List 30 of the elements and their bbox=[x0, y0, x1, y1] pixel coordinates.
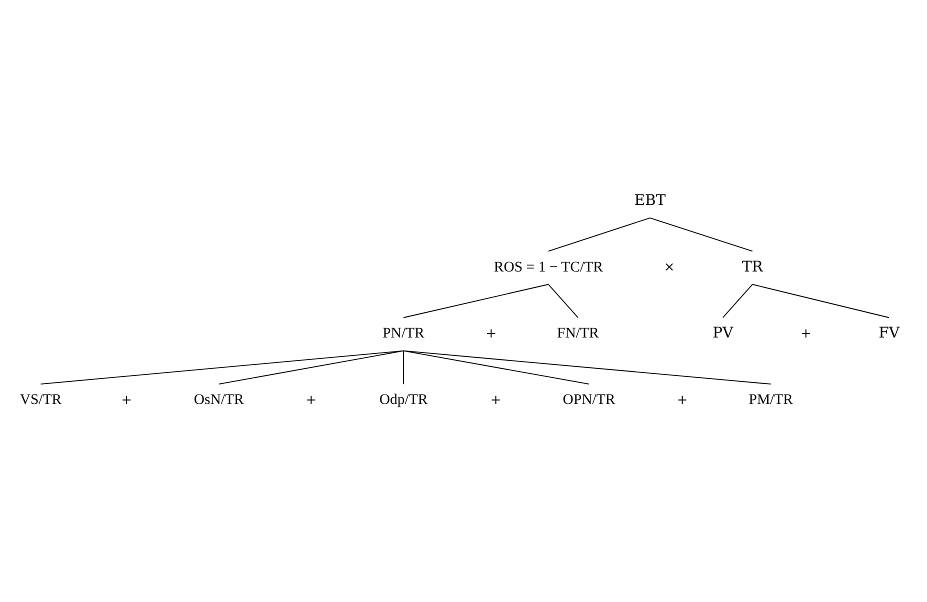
connector bbox=[548, 284, 578, 318]
node-text: PN/TR bbox=[382, 326, 424, 342]
node-text: FV bbox=[878, 324, 900, 342]
node-text: OsN/TR bbox=[194, 392, 244, 408]
connector bbox=[548, 217, 650, 252]
connector bbox=[40, 350, 404, 385]
label: × bbox=[664, 260, 675, 276]
connector bbox=[752, 284, 890, 318]
connector bbox=[403, 284, 549, 318]
node-text: PV bbox=[712, 324, 734, 342]
node-text: EBT bbox=[634, 192, 666, 209]
node-text: OPN/TR bbox=[562, 392, 616, 408]
node-text: TR bbox=[742, 258, 763, 276]
node-text: VS/TR bbox=[20, 392, 62, 408]
label: + bbox=[121, 393, 132, 408]
node-text: ROS = 1 − TC/TR bbox=[494, 259, 603, 276]
connector bbox=[218, 350, 404, 385]
connector bbox=[722, 284, 753, 318]
connector bbox=[650, 217, 753, 252]
node-text: PM/TR bbox=[748, 392, 794, 408]
node-text: Odp/TR bbox=[379, 392, 428, 408]
node-text: FN/TR bbox=[557, 326, 599, 342]
label: + bbox=[676, 393, 688, 408]
connector bbox=[403, 350, 590, 385]
connector bbox=[403, 350, 772, 385]
label: + bbox=[486, 326, 497, 342]
connector bbox=[403, 350, 404, 385]
label: + bbox=[800, 326, 812, 342]
label: + bbox=[490, 393, 502, 408]
label: + bbox=[306, 393, 317, 408]
